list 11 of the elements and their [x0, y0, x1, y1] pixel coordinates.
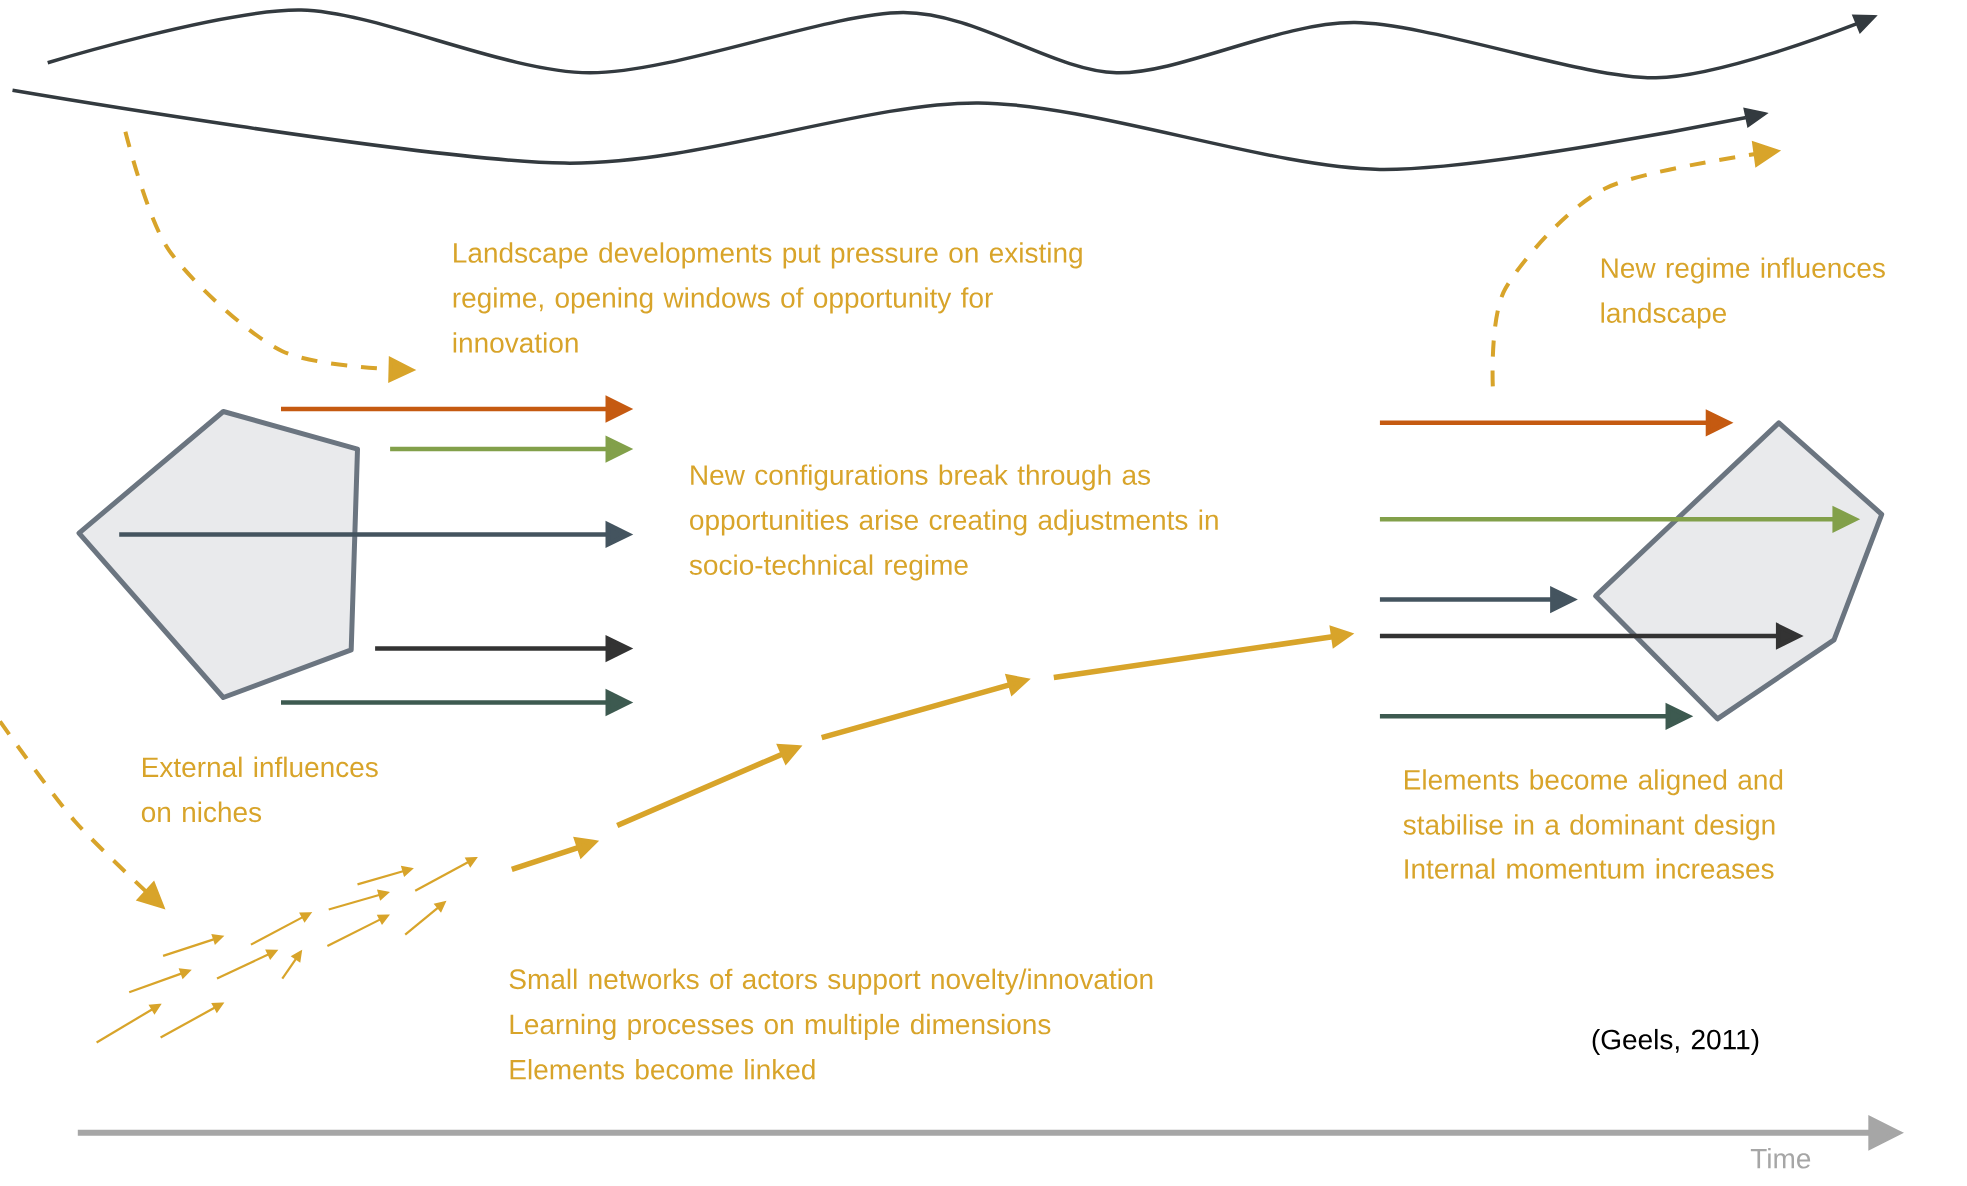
annotation-text: New configurations break through as opportunities arise creating adjustments in socio-technical regime [689, 464, 1218, 581]
annotation-text: Internal momentum increases [1405, 858, 1774, 879]
annotation-text: New regime influences landscape [1601, 257, 1885, 329]
annotation-text: Learning processes on multiple dimensions [510, 1013, 1051, 1040]
annotation-text: Elements become linked [510, 1059, 815, 1080]
annotation-text: Landscape developments put pressure on existing regime, opening windows of opportunity for innovation [453, 242, 1082, 353]
annotation-text: Small networks of actors support novelty/innovation [509, 968, 1153, 995]
axis-label: Time [1750, 1148, 1811, 1169]
annotation-text: External influences on niches [141, 756, 378, 823]
annotation-text: Elements become aligned and stabilise in a dominant design [1403, 769, 1783, 841]
citation: (Geels, 2011) [1592, 1028, 1759, 1055]
